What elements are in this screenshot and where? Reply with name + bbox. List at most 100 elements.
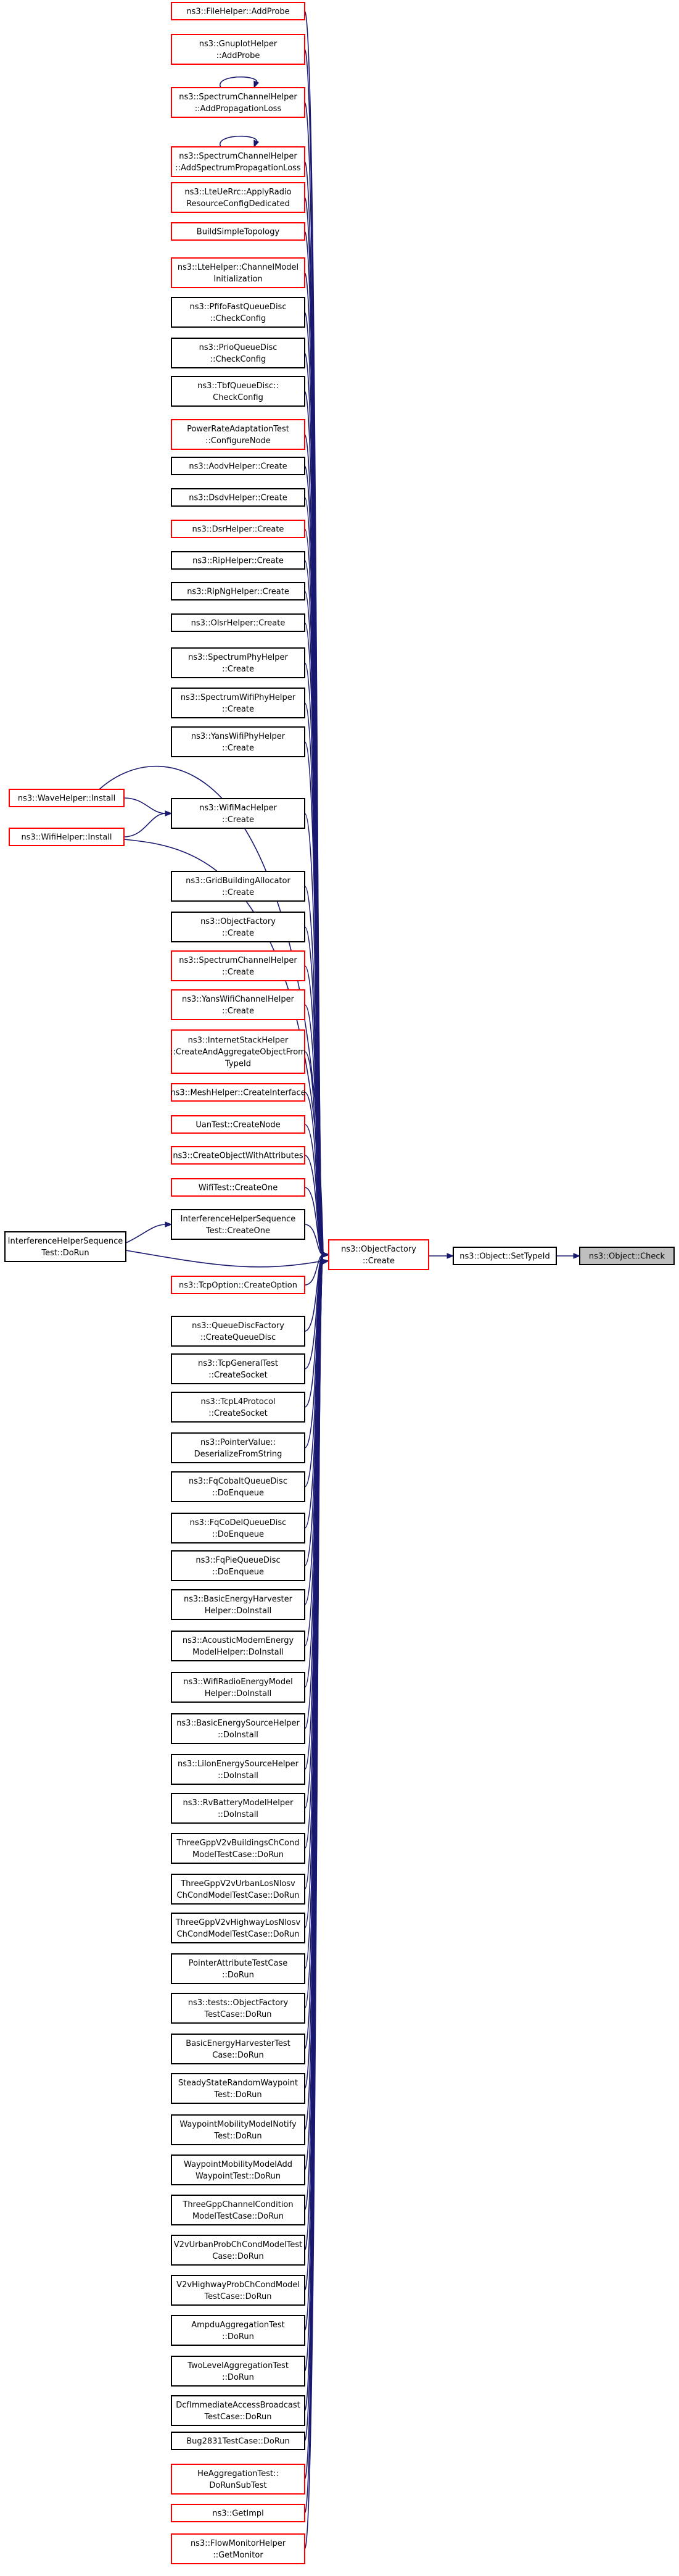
graph-node[interactable]: ns3::SpectrumChannelHelper::AddSpectrumP… xyxy=(171,146,305,177)
graph-node[interactable]: Bug2831TestCase::DoRun xyxy=(171,2432,305,2450)
graph-node[interactable]: ns3::TcpL4Protocol::CreateSocket xyxy=(171,1392,305,1423)
graph-node[interactable]: ns3::LteUeRrc::ApplyRadioResourceConfigD… xyxy=(171,182,305,213)
node-box xyxy=(171,1833,305,1864)
node-box xyxy=(171,1178,305,1197)
graph-node[interactable]: ns3::CreateObjectWithAttributes xyxy=(171,1146,305,1165)
graph-node[interactable]: UanTest::CreateNode xyxy=(171,1115,305,1134)
node-label: ns3::WaveHelper::Install xyxy=(18,794,115,804)
graph-node[interactable]: ns3::FqCoDelQueueDisc::DoEnqueue xyxy=(171,1513,305,1544)
graph-node[interactable]: ns3::Object::SetTypeId xyxy=(453,1247,557,1265)
node-box xyxy=(171,726,305,757)
graph-node[interactable]: ns3::FlowMonitorHelper::GetMonitor xyxy=(171,2533,305,2564)
graph-node[interactable]: ns3::GridBuildingAllocator::Create xyxy=(171,871,305,902)
graph-node[interactable]: AmpduAggregationTest::DoRun xyxy=(171,2315,305,2346)
graph-node[interactable]: InterferenceHelperSequenceTest::CreateOn… xyxy=(171,1209,305,1240)
graph-node[interactable]: ns3::SpectrumChannelHelper::AddPropagati… xyxy=(171,87,305,118)
graph-node[interactable]: ThreeGppV2vBuildingsChCondModelTestCase:… xyxy=(171,1833,305,1864)
node-label: ::Create xyxy=(222,705,254,714)
graph-node[interactable]: ns3::PrioQueueDisc::CheckConfig xyxy=(171,338,305,368)
node-label: ns3::MeshHelper::CreateInterface xyxy=(170,1089,305,1098)
node-label: ::Create xyxy=(363,1257,395,1266)
graph-node[interactable]: ns3::FileHelper::AddProbe xyxy=(171,2,305,20)
node-box xyxy=(171,1993,305,2024)
node-label: V2vHighwayProbChCondModel xyxy=(176,2280,300,2290)
graph-node[interactable]: ns3::MeshHelper::CreateInterface xyxy=(170,1083,306,1102)
graph-node[interactable]: ns3::QueueDiscFactory::CreateQueueDisc xyxy=(171,1316,305,1347)
graph-node[interactable]: ns3::WifiRadioEnergyModelHelper::DoInsta… xyxy=(171,1672,305,1703)
node-label: ns3::PfifoFastQueueDisc xyxy=(190,302,287,312)
node-label: TwoLevelAggregationTest xyxy=(187,2361,289,2370)
n3-self-edge-arrow xyxy=(253,139,260,148)
node-box xyxy=(171,1471,305,1502)
graph-node[interactable]: ns3::DsdvHelper::Create xyxy=(171,488,305,507)
node-box xyxy=(171,376,305,407)
graph-node[interactable]: ns3::PfifoFastQueueDisc::CheckConfig xyxy=(171,297,305,328)
edge-stid-to-chk-arrow xyxy=(573,1253,581,1259)
graph-node[interactable]: WaypointMobilityModelAddWaypointTest::Do… xyxy=(171,2154,305,2185)
node-label: ::DoEnqueue xyxy=(212,1530,264,1539)
node-box xyxy=(9,789,125,807)
graph-node[interactable]: HeAggregationTest::DoRunSubTest xyxy=(171,2464,305,2495)
graph-node[interactable]: ns3::PointerValue::DeserializeFromString xyxy=(171,1432,305,1463)
graph-node[interactable]: ns3::WaveHelper::Install xyxy=(9,789,125,807)
graph-node[interactable]: ns3::FqPieQueueDisc::DoEnqueue xyxy=(171,1550,305,1581)
graph-node[interactable]: ns3::OlsrHelper::Create xyxy=(171,613,305,632)
graph-node[interactable]: ThreeGppV2vUrbanLosNlosvChCondModelTestC… xyxy=(171,1874,305,1905)
graph-node[interactable]: ns3::ObjectFactory::Create xyxy=(328,1239,429,1270)
graph-node[interactable]: WifiTest::CreateOne xyxy=(171,1178,305,1197)
graph-node[interactable]: BuildSimpleTopology xyxy=(171,222,305,241)
graph-node[interactable]: ns3::InternetStackHelper::CreateAndAggre… xyxy=(170,1029,306,1074)
graph-node[interactable]: ns3::SpectrumWifiPhyHelper::Create xyxy=(171,688,305,718)
node-label: ns3::DsdvHelper::Create xyxy=(189,494,287,503)
node-box xyxy=(171,989,305,1020)
graph-node[interactable]: ThreeGppV2vHighwayLosNlosvChCondModelTes… xyxy=(171,1913,305,1943)
graph-node[interactable]: ns3::Object::Check xyxy=(579,1247,675,1265)
graph-node[interactable]: ns3::DsrHelper::Create xyxy=(171,520,305,538)
graph-node[interactable]: ns3::TcpGeneralTest::CreateSocket xyxy=(171,1353,305,1384)
node-box xyxy=(171,688,305,718)
graph-node[interactable]: ns3::RipNgHelper::Create xyxy=(171,582,305,600)
graph-node[interactable]: ns3::BasicEnergyHarvesterHelper::DoInsta… xyxy=(171,1589,305,1620)
graph-node[interactable]: ns3::RvBatteryModelHelper::DoInstall xyxy=(171,1793,305,1824)
graph-node[interactable]: ns3::GetImpl xyxy=(171,2504,305,2522)
graph-node[interactable]: ThreeGppChannelConditionModelTestCase::D… xyxy=(171,2195,305,2225)
graph-node[interactable]: ns3::AodvHelper::Create xyxy=(171,457,305,475)
node-label: ChCondModelTestCase::DoRun xyxy=(177,1930,300,1939)
graph-node[interactable]: ns3::YansWifiPhyHelper::Create xyxy=(171,726,305,757)
graph-node[interactable]: ns3::LiIonEnergySourceHelper::DoInstall xyxy=(171,1754,305,1785)
graph-node[interactable]: ns3::AcousticModemEnergyModelHelper::DoI… xyxy=(171,1631,305,1661)
graph-node[interactable]: DcfImmediateAccessBroadcastTestCase::DoR… xyxy=(171,2395,305,2426)
node-label: ::Create xyxy=(222,815,254,825)
node-label: Bug2831TestCase::DoRun xyxy=(186,2437,290,2446)
graph-node[interactable]: PowerRateAdaptationTest::ConfigureNode xyxy=(171,419,305,450)
graph-node[interactable]: ns3::TbfQueueDisc::CheckConfig xyxy=(171,376,305,407)
node-label: ns3::DsrHelper::Create xyxy=(192,525,284,534)
graph-node[interactable]: ns3::WifiHelper::Install xyxy=(9,828,125,846)
graph-node[interactable]: ns3::SpectrumPhyHelper::Create xyxy=(171,647,305,678)
graph-node[interactable]: PointerAttributeTestCase::DoRun xyxy=(171,1953,305,1984)
graph-node[interactable]: ns3::RipHelper::Create xyxy=(171,551,305,570)
node-box xyxy=(171,2356,305,2387)
graph-node[interactable]: ns3::GnuplotHelper::AddProbe xyxy=(171,34,305,65)
node-label: ns3::ObjectFactory xyxy=(200,917,276,926)
node-label: Test::CreateOne xyxy=(205,1226,270,1236)
graph-node[interactable]: TwoLevelAggregationTest::DoRun xyxy=(171,2356,305,2387)
graph-node[interactable]: ns3::LteHelper::ChannelModelInitializati… xyxy=(171,257,305,288)
node-label: DeserializeFromString xyxy=(194,1450,282,1459)
graph-node[interactable]: ns3::FqCobaltQueueDisc::DoEnqueue xyxy=(171,1471,305,1502)
node-box xyxy=(171,2432,305,2450)
graph-node[interactable]: ns3::TcpOption::CreateOption xyxy=(171,1276,305,1294)
graph-node[interactable]: ns3::ObjectFactory::Create xyxy=(171,912,305,942)
edge-n29-to-ofc xyxy=(304,1187,324,1255)
graph-node[interactable]: ns3::BasicEnergySourceHelper::DoInstall xyxy=(171,1713,305,1744)
graph-node[interactable]: ns3::WifiMacHelper::Create xyxy=(171,798,305,829)
graph-node[interactable]: ns3::YansWifiChannelHelper::Create xyxy=(171,989,305,1020)
graph-node[interactable]: ns3::SpectrumChannelHelper::Create xyxy=(171,950,305,981)
